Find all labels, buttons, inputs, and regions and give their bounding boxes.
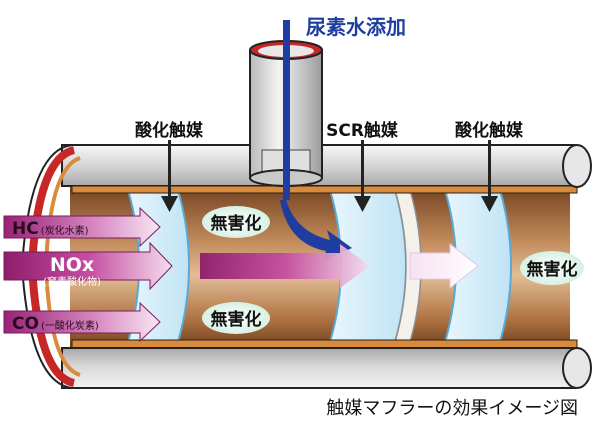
co-main: CO <box>12 314 39 334</box>
pipe-top-wall <box>61 144 592 194</box>
urea-arrow <box>280 20 352 262</box>
hc-sub: (炭化水素) <box>41 224 89 237</box>
nox-flow-arrow-out <box>409 242 479 290</box>
gas-flow-arrows <box>200 242 479 290</box>
oxidation-catalyst-label-1: 酸化触媒 <box>135 120 204 141</box>
scr-catalyst-label: SCR触媒 <box>326 120 399 141</box>
urea-label: 尿素水添加 <box>306 15 406 39</box>
harmless-label-top: 無害化 <box>211 213 262 234</box>
harmless-badges <box>202 206 584 334</box>
harmless-label-bottom: 無害化 <box>211 309 262 330</box>
nox-sub-label: (窒素酸化物) <box>43 275 101 288</box>
diagram-caption: 触媒マフラーの効果イメージ図 <box>326 398 578 419</box>
oxidation-catalyst-label-2: 酸化触媒 <box>455 120 524 141</box>
nox-label: NOx <box>50 254 94 276</box>
co-sub: (一酸化炭素) <box>41 319 99 332</box>
pipe-bottom-wall <box>61 339 592 389</box>
hc-label: HC(炭化水素) <box>12 219 89 239</box>
nox-flow-arrow <box>200 244 370 288</box>
pointer-arrow-oxidation-2 <box>481 140 498 212</box>
nox-arrow <box>3 241 173 291</box>
catalyst-pointer-arrows <box>161 140 498 212</box>
harmless-label-right: 無害化 <box>527 259 578 280</box>
hc-arrow <box>3 206 161 248</box>
co-label: CO(一酸化炭素) <box>12 314 99 334</box>
gas-inlet-arrows <box>3 206 173 343</box>
hc-main: HC <box>12 219 39 239</box>
co-arrow <box>3 301 161 343</box>
pointer-arrow-oxidation-1 <box>161 140 178 212</box>
pointer-arrow-scr <box>354 140 371 212</box>
